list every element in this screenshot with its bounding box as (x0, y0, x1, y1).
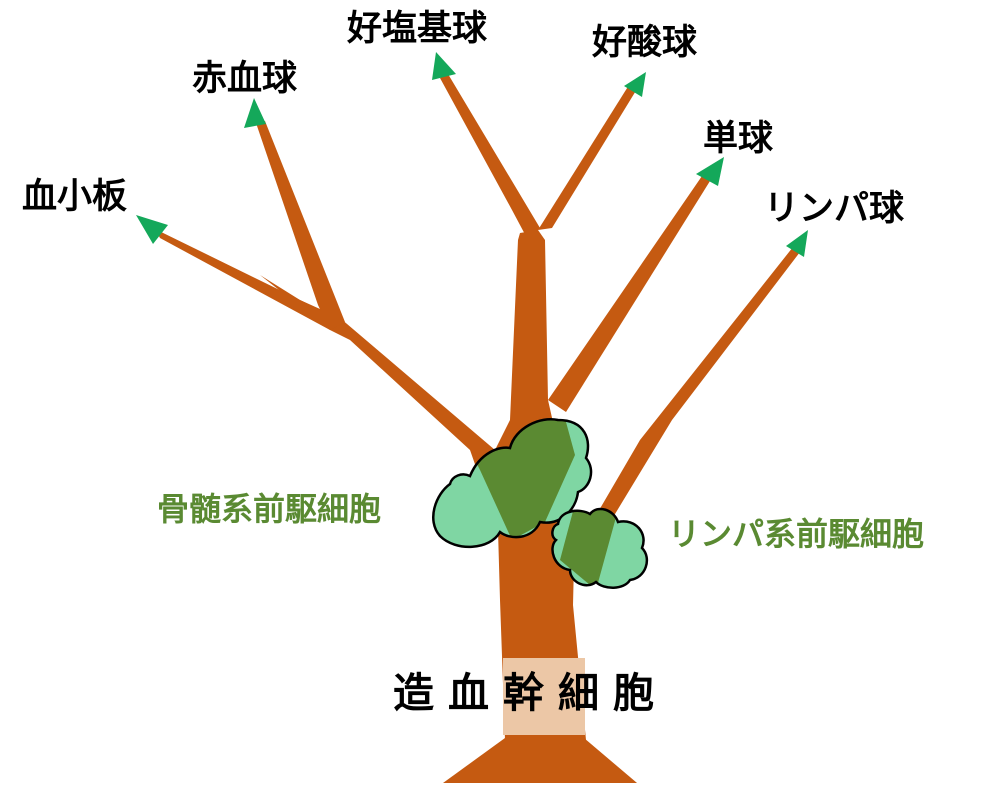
arrowhead-lymphocyte (786, 230, 808, 257)
label-lymphoid-progenitor: リンパ系前駆細胞 (668, 515, 925, 553)
label-monocyte: 単球 (703, 119, 774, 159)
tree-trunk (260, 230, 586, 740)
branch-erythrocyte (256, 121, 345, 330)
branch-monocyte (548, 176, 710, 412)
label-platelet: 血小板 (22, 177, 128, 217)
arrowhead-erythrocyte (244, 98, 266, 128)
label-stem-cell: 造血幹細胞 (393, 669, 668, 717)
arrowhead-platelet (136, 215, 168, 244)
label-erythrocyte: 赤血球 (192, 59, 298, 99)
branch-eosinophil (538, 85, 637, 230)
lymphoid-progenitor-cloud-icon (551, 507, 649, 589)
arrowhead-basophil (432, 52, 456, 80)
arrowhead-eosinophil (624, 72, 646, 97)
label-basophil: 好塩基球 (347, 9, 488, 49)
arrowhead-monocyte (696, 157, 724, 186)
label-myeloid-progenitor: 骨髄系前駆細胞 (157, 490, 382, 528)
trunk-label-band (503, 658, 585, 735)
label-eosinophil: 好酸球 (592, 23, 698, 63)
branch-basophil (440, 74, 540, 240)
label-lymphocyte: リンパ球 (764, 189, 905, 229)
tree-base (443, 738, 637, 783)
branch-platelet (155, 229, 345, 330)
